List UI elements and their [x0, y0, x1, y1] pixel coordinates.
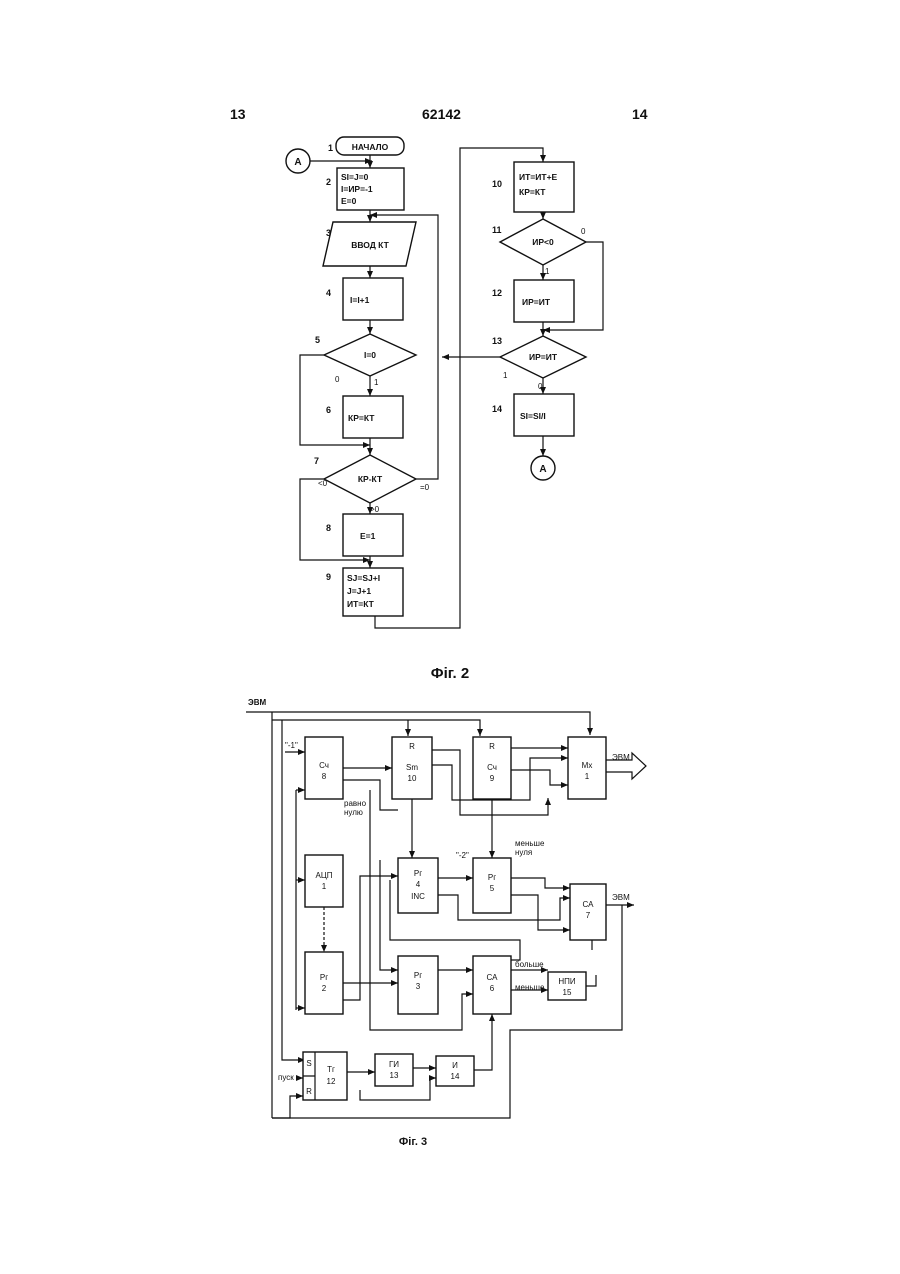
block-5-yes-label: 1 [374, 378, 379, 387]
block-11-no-label: 0 [581, 227, 586, 236]
counter-9-r: R [489, 742, 495, 751]
counter-8-num: 8 [322, 772, 327, 781]
block-7-gt-label: >0 [370, 505, 380, 514]
less-zero-label-2: нуля [515, 848, 532, 857]
block-1-text: НАЧАЛО [352, 142, 389, 152]
less-label: меньше [515, 983, 545, 992]
adc-1-label: АЦП [315, 871, 332, 880]
pulse-generator-13-num: 13 [390, 1071, 399, 1080]
block-13-num: 13 [492, 336, 502, 346]
block-9-line-2: J=J+1 [347, 586, 371, 596]
connector-a-end-label: A [539, 464, 546, 475]
block-6-text: КР=КТ [348, 413, 375, 423]
block-11-text: ИР<0 [532, 237, 554, 247]
register-4-label: Рг [414, 869, 422, 878]
block-8-text: E=1 [360, 531, 376, 541]
block-13-no-label: 1 [503, 371, 508, 380]
register-2 [305, 952, 343, 1014]
comparator-6-num: 6 [490, 984, 495, 993]
pulse-sequence-15-label: НПИ [558, 977, 576, 986]
counter-9-num: 9 [490, 774, 495, 783]
pulse-sequence-15-num: 15 [563, 988, 572, 997]
block-10-num: 10 [492, 179, 502, 189]
block-3-text: ВВОД КТ [351, 240, 389, 250]
block-12-num: 12 [492, 288, 502, 298]
block-14-num: 14 [492, 404, 502, 414]
mx-output-label: ЭВМ [612, 753, 630, 762]
block-1-num: 1 [328, 143, 333, 153]
block-10-line-1: ИТ=ИТ+E [519, 172, 558, 182]
block-10-line-2: КР=КТ [519, 187, 546, 197]
trigger-12-label: Тг [327, 1065, 335, 1074]
block-4-text: I=I+1 [350, 295, 370, 305]
block-7-num: 7 [314, 456, 319, 466]
figure-3-block-diagram: ЭВМ Сч 8 "-1" равно нулю R Sm 10 R Сч 9 … [246, 698, 646, 1118]
block-9-line-1: SJ=SJ+I [347, 573, 380, 583]
block-5-no-label: 0 [335, 375, 340, 384]
trigger-12-num: 12 [327, 1077, 336, 1086]
block-5-num: 5 [315, 335, 320, 345]
block-2-line-3: E=0 [341, 196, 357, 206]
register-2-label: Рг [320, 973, 328, 982]
block-6-num: 6 [326, 405, 331, 415]
equal-zero-label-1: равно [344, 799, 367, 808]
register-5-label: Рг [488, 873, 496, 882]
multiplexer-1-num: 1 [585, 772, 590, 781]
block-12-text: ИР=ИТ [522, 297, 551, 307]
register-5-num: 5 [490, 884, 495, 893]
multiplexer-1-label: Мх [582, 761, 593, 770]
trigger-s-input: S [306, 1059, 311, 1068]
adc-1-num: 1 [322, 882, 327, 891]
trigger-r-input: R [306, 1087, 312, 1096]
connector-a-label: A [294, 157, 301, 168]
register-4-num: 4 [416, 880, 421, 889]
counter-8-label: Сч [319, 761, 329, 770]
start-label: пуск [278, 1073, 294, 1082]
figure-3-caption: Фіг. 3 [399, 1136, 427, 1148]
block-13-text: ИР=ИТ [529, 352, 558, 362]
block-7-lt-label: <0 [318, 479, 328, 488]
counter-9-label: Сч [487, 763, 497, 772]
block-8-num: 8 [326, 523, 331, 533]
less-zero-label-1: меньше [515, 839, 545, 848]
register-3-label: Рг [414, 971, 422, 980]
register-4-inc: INC [411, 892, 425, 901]
block-7-eq-label: =0 [420, 483, 430, 492]
comparator-7-num: 7 [586, 911, 591, 920]
register-2-num: 2 [322, 984, 327, 993]
block-5-text: I=0 [364, 350, 376, 360]
block-7-text: КР-КТ [358, 474, 383, 484]
block-9-line-3: ИТ=КТ [347, 599, 375, 609]
minus-one-label: "-1" [285, 741, 298, 750]
block-2-line-1: SI=J=0 [341, 172, 369, 182]
pulse-generator-13 [375, 1054, 413, 1086]
adc-1 [305, 855, 343, 907]
figure-2-flowchart: A НАЧАЛО 1 SI=J=0 I=ИР=-1 E=0 2 ВВОД КТ … [286, 137, 603, 628]
equal-zero-label-2: нулю [344, 808, 363, 817]
bus-label-computer: ЭВМ [248, 698, 266, 707]
block-2-line-2: I=ИР=-1 [341, 184, 373, 194]
block-3-num: 3 [326, 228, 331, 238]
block-14-text: SI=SI/I [520, 411, 546, 421]
block-9-num: 9 [326, 572, 331, 582]
register-3-num: 3 [416, 982, 421, 991]
block-2-num: 2 [326, 177, 331, 187]
and-gate-14-num: 14 [451, 1072, 460, 1081]
and-gate-14-label: И [452, 1061, 458, 1070]
ca7-output-label: ЭВМ [612, 893, 630, 902]
adder-10-label: Sm [406, 763, 418, 772]
block-11-num: 11 [492, 225, 502, 235]
comparator-6-label: СА [487, 973, 499, 982]
adder-10-r: R [409, 742, 415, 751]
adder-10-num: 10 [408, 774, 417, 783]
block-13-yes-label: 0 [538, 382, 543, 391]
pulse-generator-13-label: ГИ [389, 1060, 399, 1069]
block-11-yes-label: 1 [545, 267, 550, 276]
block-4-num: 4 [326, 288, 331, 298]
minus-two-label: "-2" [456, 851, 469, 860]
comparator-7-label: СА [583, 900, 595, 909]
greater-label: больше [515, 960, 544, 969]
figure-2-caption: Фіг. 2 [431, 665, 469, 682]
